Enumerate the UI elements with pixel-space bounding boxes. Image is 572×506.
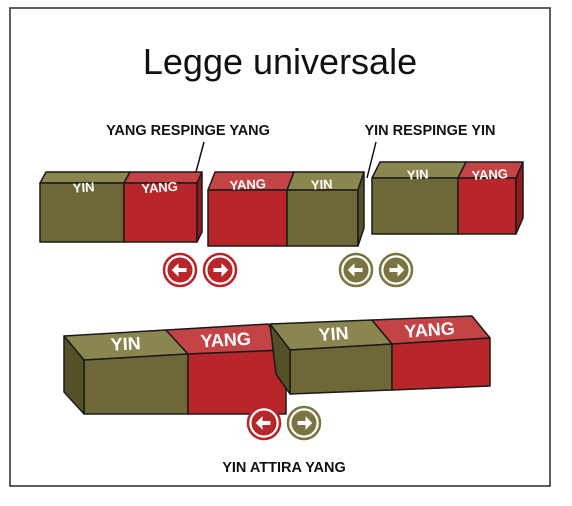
label-yin-repels-yin: YIN RESPINGE YIN [364, 123, 495, 139]
magnet-1-yang-label: YANG [141, 179, 178, 197]
magnet-5-yin-label: YIN [318, 323, 349, 345]
diagram-title: Legge universale [143, 41, 417, 82]
arrow-left-red-icon [162, 252, 198, 288]
label-yang-repels-yang: YANG RESPINGE YANG [106, 123, 270, 139]
leader-line-left [195, 141, 205, 173]
arrow-right-red-icon [202, 252, 238, 288]
magnet-2-yang-label: YANG [229, 176, 266, 193]
magnet-yang-yin-2 [207, 171, 365, 247]
magnet-4-yin-label: YIN [110, 333, 141, 355]
arrow-left-olive-icon [338, 252, 374, 288]
arrow-right-olive-attract-icon [286, 405, 322, 441]
label-yin-attracts-yang: YIN ATTIRA YANG [222, 460, 346, 476]
magnet-3-yin-label: YIN [407, 166, 429, 182]
magnet-4-yang-label: YANG [200, 329, 251, 352]
magnet-5-yang-label: YANG [404, 318, 456, 341]
arrow-right-olive-icon [378, 252, 414, 288]
magnet-yin-yang-5 [269, 315, 491, 395]
magnet-1-yin-label: YIN [72, 179, 95, 195]
magnet-yin-yang-4 [63, 323, 287, 415]
magnet-3-yang-label: YANG [471, 166, 508, 183]
magnet-yin-yang-3 [371, 161, 524, 235]
magnet-yin-yang-1 [39, 171, 203, 243]
arrow-left-red-attract-icon [246, 405, 282, 441]
magnet-2-yin-label: YIN [311, 176, 333, 192]
leader-line-right [366, 141, 377, 179]
